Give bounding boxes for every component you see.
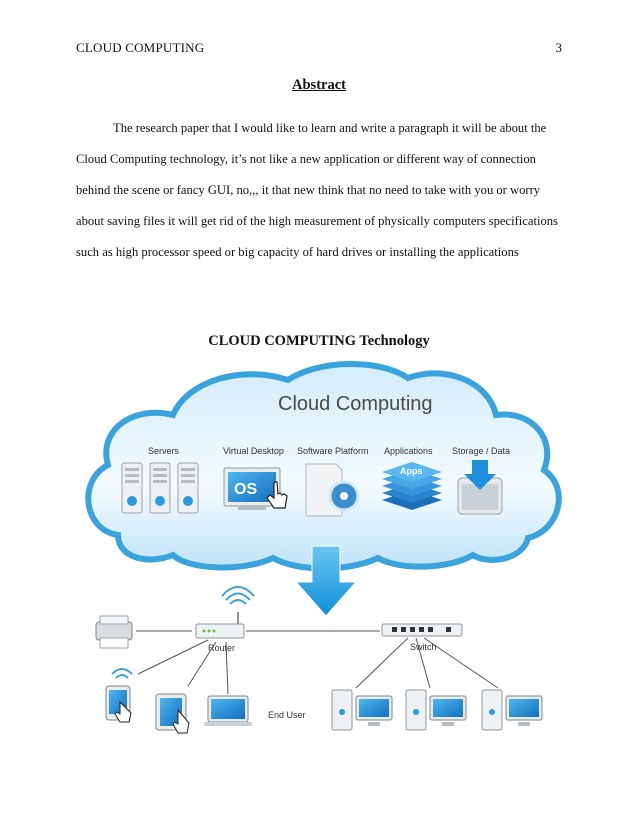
os-label: OS (234, 481, 257, 498)
storage-data-icon (457, 460, 503, 515)
paragraph-line: Cloud Computing technology, it’s not lik… (76, 152, 536, 166)
end-user-label: End User (268, 710, 306, 720)
hand-cursor-icon (266, 481, 288, 509)
cloud-computing-diagram: Cloud Computing Servers Virtual Desktop … (78, 360, 564, 740)
abstract-heading: Abstract (292, 77, 346, 93)
down-arrow-icon (294, 545, 358, 617)
service-label-virtual-desktop: Virtual Desktop (223, 446, 284, 456)
smartphone-icon (105, 685, 132, 723)
servers-icon (121, 462, 199, 514)
abstract-paragraph: The research paper that I would like to … (76, 113, 566, 268)
switch-icon (381, 623, 463, 637)
tablet-icon (155, 693, 190, 734)
network-lines (136, 630, 499, 695)
printer-icon (95, 615, 133, 649)
paragraph-line: about saving files it will get rid of th… (76, 214, 558, 228)
running-head: CLOUD COMPUTING (76, 40, 205, 55)
figure-title: CLOUD COMPUTING Technology (208, 333, 430, 349)
service-label-storage: Storage / Data (452, 446, 510, 456)
desktop-computer-icon (481, 689, 543, 731)
paragraph-line: The research paper that I would like to … (113, 121, 547, 135)
paragraph-line: behind the scene or fancy GUI, no,,, it … (76, 183, 541, 197)
desktop-computer-icon (331, 689, 393, 731)
service-label-applications: Applications (384, 446, 433, 456)
wifi-icon (111, 668, 133, 679)
switch-label: Switch (410, 642, 437, 652)
service-label-servers: Servers (148, 446, 180, 456)
software-box-icon (305, 463, 360, 517)
router-icon (195, 612, 245, 639)
paragraph-line: such as high processor speed or big capa… (76, 245, 519, 259)
cloud-title: Cloud Computing (278, 393, 433, 415)
desktop-computer-icon (405, 689, 467, 731)
laptop-icon (204, 695, 252, 726)
apps-label: Apps (400, 466, 423, 476)
router-label: Router (208, 643, 235, 653)
wifi-icon (221, 586, 255, 605)
applications-stack-icon (382, 462, 442, 510)
service-label-software-platform: Software Platform (297, 446, 369, 456)
page-number: 3 (555, 40, 563, 55)
